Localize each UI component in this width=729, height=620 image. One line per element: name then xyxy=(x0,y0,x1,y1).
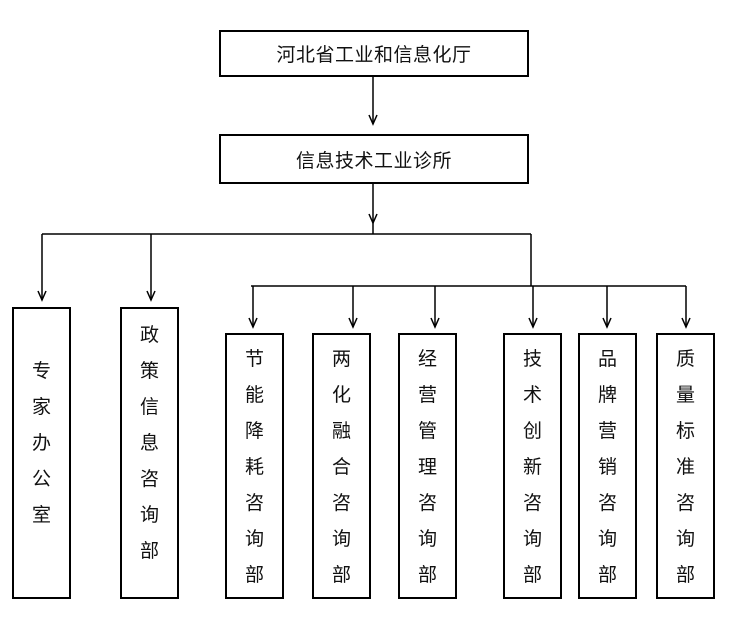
second-node-clinic: 信息技术工业诊所 xyxy=(219,134,529,184)
unit-box-experts: 专家办公室 xyxy=(12,307,71,599)
arrowhead-experts xyxy=(37,290,47,302)
unit-label-quality: 质量标准咨询部 xyxy=(675,348,695,586)
unit-label-policy: 政策信息咨询部 xyxy=(139,324,159,562)
arrowhead-policy xyxy=(146,290,156,302)
arrowhead-management xyxy=(430,317,440,329)
arrowhead-integration xyxy=(348,317,358,329)
top-node-department: 河北省工业和信息化厅 xyxy=(219,30,529,77)
unit-box-innovation: 技术创新咨询部 xyxy=(503,333,562,599)
arrowhead-top-to-second xyxy=(368,114,378,126)
top-node-label: 河北省工业和信息化厅 xyxy=(276,44,472,66)
unit-label-experts: 专家办公室 xyxy=(31,360,51,526)
arrowhead-energy xyxy=(248,317,258,329)
unit-label-innovation: 技术创新咨询部 xyxy=(522,348,542,586)
arrowhead-brand xyxy=(602,317,612,329)
unit-box-management: 经营管理咨询部 xyxy=(398,333,457,599)
unit-label-brand: 品牌营销咨询部 xyxy=(597,348,617,586)
unit-box-energy: 节能降耗咨询部 xyxy=(225,333,284,599)
unit-box-policy: 政策信息咨询部 xyxy=(120,307,179,599)
unit-box-quality: 质量标准咨询部 xyxy=(656,333,715,599)
unit-box-brand: 品牌营销咨询部 xyxy=(578,333,637,599)
unit-label-energy: 节能降耗咨询部 xyxy=(244,348,264,586)
unit-label-integration: 两化融合咨询部 xyxy=(331,348,351,586)
arrowhead-quality xyxy=(681,317,691,329)
unit-label-management: 经营管理咨询部 xyxy=(417,348,437,586)
unit-box-integration: 两化融合咨询部 xyxy=(312,333,371,599)
second-node-label: 信息技术工业诊所 xyxy=(295,149,452,172)
arrowhead-innovation xyxy=(528,317,538,329)
